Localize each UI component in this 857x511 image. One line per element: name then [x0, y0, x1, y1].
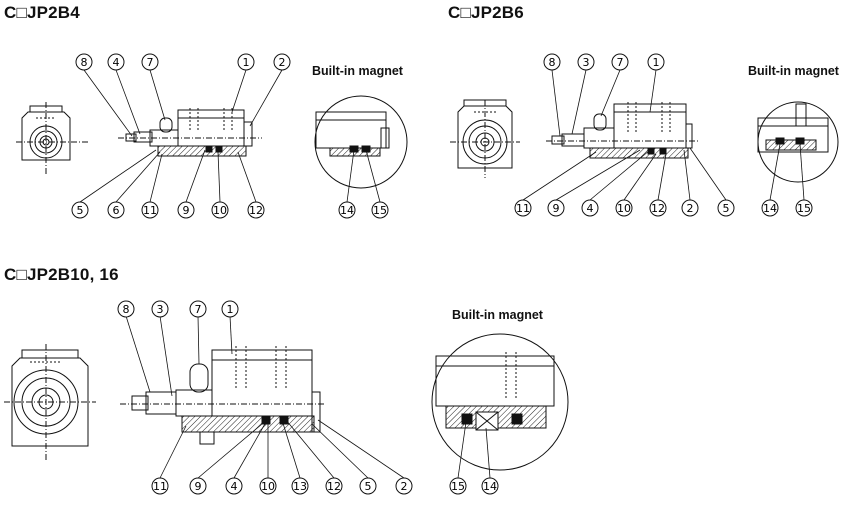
- svg-text:1: 1: [653, 56, 660, 69]
- svg-text:7: 7: [147, 56, 154, 69]
- callout-b6-magnet-2: 15: [795, 199, 813, 217]
- callout-b10-bottom-3: 4: [225, 477, 243, 495]
- callout-b6-top-3: 7: [611, 53, 629, 71]
- callout-b10-bottom-7: 5: [359, 477, 377, 495]
- magnet-label-b10: Built-in magnet: [452, 308, 543, 322]
- svg-text:8: 8: [81, 56, 88, 69]
- b6-side-section: [546, 102, 700, 159]
- callout-b10-bottom-5: 13: [291, 477, 309, 495]
- callout-b6-bottom-4: 10: [615, 199, 633, 217]
- svg-text:11: 11: [516, 202, 530, 215]
- callout-b10-bottom-8: 2: [395, 477, 413, 495]
- callout-b6-top-4: 1: [647, 53, 665, 71]
- svg-text:7: 7: [617, 56, 624, 69]
- callout-b6-bottom-5: 12: [649, 199, 667, 217]
- callout-b4-top-4: 1: [237, 53, 255, 71]
- svg-text:11: 11: [153, 480, 167, 493]
- svg-text:14: 14: [763, 202, 777, 215]
- b4-end-view: [16, 102, 90, 176]
- callout-b10-magnet-1: 15: [449, 477, 467, 495]
- svg-text:11: 11: [143, 204, 157, 217]
- callout-b6-bottom-3: 4: [581, 199, 599, 217]
- svg-text:7: 7: [195, 303, 202, 316]
- callout-b10-top-3: 7: [189, 300, 207, 318]
- svg-text:2: 2: [401, 480, 408, 493]
- callout-b10-top-1: 8: [117, 300, 135, 318]
- callout-b4-magnet-2: 15: [371, 201, 389, 219]
- callout-b10-magnet-2: 14: [481, 477, 499, 495]
- svg-text:15: 15: [373, 204, 387, 217]
- callouts: 8 4 7 1 2 5 6 11 9 10 12 14 15 8 3 7 1 1…: [71, 53, 813, 495]
- callout-b6-bottom-1: 11: [514, 199, 532, 217]
- callout-b6-top-1: 8: [543, 53, 561, 71]
- b4-side-section: [118, 108, 262, 157]
- svg-text:14: 14: [340, 204, 354, 217]
- magnet-label-b6: Built-in magnet: [748, 64, 839, 78]
- svg-text:2: 2: [279, 56, 286, 69]
- svg-text:9: 9: [183, 204, 190, 217]
- b10-end-view: [4, 344, 96, 462]
- callout-b10-top-2: 3: [151, 300, 169, 318]
- svg-text:5: 5: [365, 480, 372, 493]
- b10-magnet-detail: [431, 333, 569, 471]
- svg-text:14: 14: [483, 480, 497, 493]
- svg-text:3: 3: [157, 303, 164, 316]
- svg-text:15: 15: [797, 202, 811, 215]
- callout-b10-bottom-1: 11: [151, 477, 169, 495]
- callout-b10-bottom-2: 9: [189, 477, 207, 495]
- callout-b10-bottom-6: 12: [325, 477, 343, 495]
- callout-b10-top-4: 1: [221, 300, 239, 318]
- callout-b6-bottom-2: 9: [547, 199, 565, 217]
- callout-b4-bottom-4: 9: [177, 201, 195, 219]
- svg-text:9: 9: [195, 480, 202, 493]
- svg-text:5: 5: [77, 204, 84, 217]
- b10-side-section: [120, 346, 324, 445]
- svg-text:1: 1: [227, 303, 234, 316]
- section-title-b6: C□JP2B6: [448, 3, 524, 22]
- svg-text:10: 10: [213, 204, 227, 217]
- b6-magnet-detail: [757, 101, 839, 183]
- leader-lines: [79, 69, 805, 479]
- callout-b4-bottom-1: 5: [71, 201, 89, 219]
- section-title-b4: C□JP2B4: [4, 3, 80, 22]
- svg-text:3: 3: [583, 56, 590, 69]
- svg-text:9: 9: [553, 202, 560, 215]
- svg-text:13: 13: [293, 480, 307, 493]
- callout-b4-magnet-1: 14: [338, 201, 356, 219]
- magnet-label-b4: Built-in magnet: [312, 64, 403, 78]
- svg-text:6: 6: [113, 204, 120, 217]
- callout-b4-top-5: 2: [273, 53, 291, 71]
- callout-b4-top-2: 4: [107, 53, 125, 71]
- callout-b4-bottom-6: 12: [247, 201, 265, 219]
- svg-text:8: 8: [549, 56, 556, 69]
- callout-b4-top-1: 8: [75, 53, 93, 71]
- svg-text:4: 4: [587, 202, 594, 215]
- svg-text:10: 10: [617, 202, 631, 215]
- callout-b4-bottom-5: 10: [211, 201, 229, 219]
- svg-text:4: 4: [231, 480, 238, 493]
- callout-b4-top-3: 7: [141, 53, 159, 71]
- b4-magnet-detail: [314, 95, 408, 189]
- section-title-b10-16: C□JP2B10, 16: [4, 265, 119, 284]
- callout-b4-bottom-3: 11: [141, 201, 159, 219]
- svg-text:12: 12: [651, 202, 665, 215]
- svg-text:10: 10: [261, 480, 275, 493]
- callout-b6-bottom-7: 5: [717, 199, 735, 217]
- b6-end-view: [450, 99, 520, 178]
- callout-b4-bottom-2: 6: [107, 201, 125, 219]
- callout-b6-top-2: 3: [577, 53, 595, 71]
- svg-text:2: 2: [687, 202, 694, 215]
- svg-text:4: 4: [113, 56, 120, 69]
- svg-text:1: 1: [243, 56, 250, 69]
- callout-b6-magnet-1: 14: [761, 199, 779, 217]
- callout-b6-bottom-6: 2: [681, 199, 699, 217]
- callout-b10-bottom-4: 10: [259, 477, 277, 495]
- svg-text:15: 15: [451, 480, 465, 493]
- svg-text:8: 8: [123, 303, 130, 316]
- svg-text:12: 12: [327, 480, 341, 493]
- svg-text:5: 5: [723, 202, 730, 215]
- svg-text:12: 12: [249, 204, 263, 217]
